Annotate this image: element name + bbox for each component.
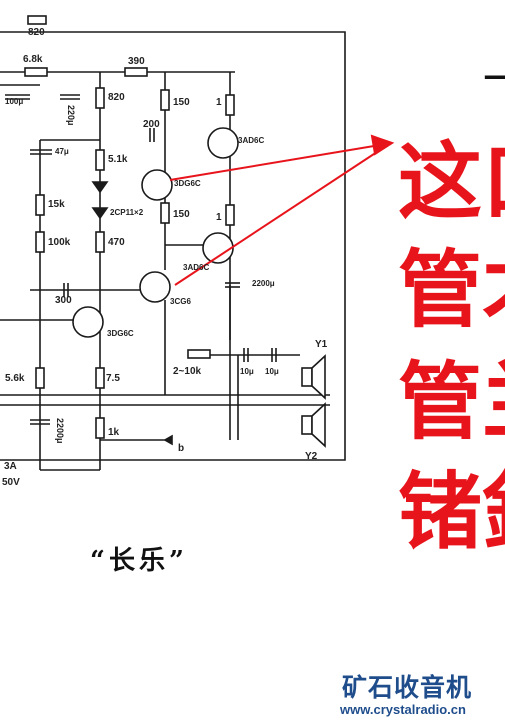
- label-q-3cg6: 3CG6: [170, 297, 191, 306]
- overlay-char-3: 管: [398, 352, 483, 451]
- arrow-upper: [169, 144, 381, 181]
- label-r-6.8k: 6.8k: [23, 54, 43, 65]
- label-q-3dg6c-low: 3DG6C: [107, 329, 134, 338]
- label-c-200: 200: [143, 119, 160, 130]
- overlay-char-2: 管: [398, 240, 483, 339]
- label-c-2200u-right: 2200μ: [252, 279, 275, 288]
- arrow-lower: [174, 149, 381, 286]
- overlay-partial-1: 口: [482, 140, 505, 224]
- label-r-150-top: 150: [173, 97, 190, 108]
- label-speaker-y1: Y1: [315, 339, 328, 350]
- frame-right: [0, 31, 346, 461]
- label-r-5.6k: 5.6k: [5, 373, 25, 384]
- overlay-partial-3: 兰: [482, 360, 505, 444]
- label-r-5.1k: 5.1k: [108, 154, 128, 165]
- label-c-300: 300: [55, 295, 72, 306]
- label-r-150-mid: 150: [173, 209, 190, 220]
- label-r-100k: 100k: [48, 237, 71, 248]
- label-c-10u-b: 10μ: [265, 367, 279, 376]
- overlay-char-4: 锗: [398, 462, 483, 561]
- label-r-390: 390: [128, 56, 145, 67]
- label-q-3ad6c-top: 3AD6C: [238, 136, 265, 145]
- brand-logo: 矿石收音机: [342, 673, 473, 702]
- overlay-char-1: 这: [398, 132, 483, 231]
- brand-url: www.crystalradio.cn: [340, 702, 466, 717]
- label-r-820: 820: [108, 92, 125, 103]
- label-speaker-y2: Y2: [305, 451, 318, 462]
- label-supply-3a: 3A: [4, 461, 17, 472]
- label-c-220u: 220μ: [66, 105, 76, 126]
- label-r-2-10k: 2~10k: [173, 366, 202, 377]
- label-r-820-top: 820: [28, 27, 45, 38]
- label-output-b: b: [178, 443, 185, 454]
- label-q-3dg6c-mid: 3DG6C: [174, 179, 201, 188]
- label-c-10u-a: 10μ: [240, 367, 254, 376]
- label-r-7.5: 7.5: [106, 373, 120, 384]
- label-q-3ad6c-low: 3AD6C: [183, 263, 210, 272]
- label-r-15k: 15k: [48, 199, 65, 210]
- label-r-470: 470: [108, 237, 125, 248]
- overlay-partial-4: 釒: [482, 470, 505, 554]
- overlay-partial-0: 一: [484, 62, 505, 97]
- label-r-1k: 1k: [108, 427, 120, 438]
- label-c-47u: 47μ: [55, 147, 69, 156]
- label-supply-50v: 50V: [2, 477, 20, 488]
- label-diodes: 2CP11×2: [110, 208, 144, 217]
- label-r-1-mid: 1: [216, 212, 222, 223]
- label-r-1-top: 1: [216, 97, 222, 108]
- label-c-2200u-left: 2200μ: [55, 418, 65, 444]
- label-c-100u: 100μ: [5, 97, 24, 106]
- overlay-partial-2: 才: [482, 248, 505, 332]
- diagram-caption: “长乐”: [90, 546, 188, 576]
